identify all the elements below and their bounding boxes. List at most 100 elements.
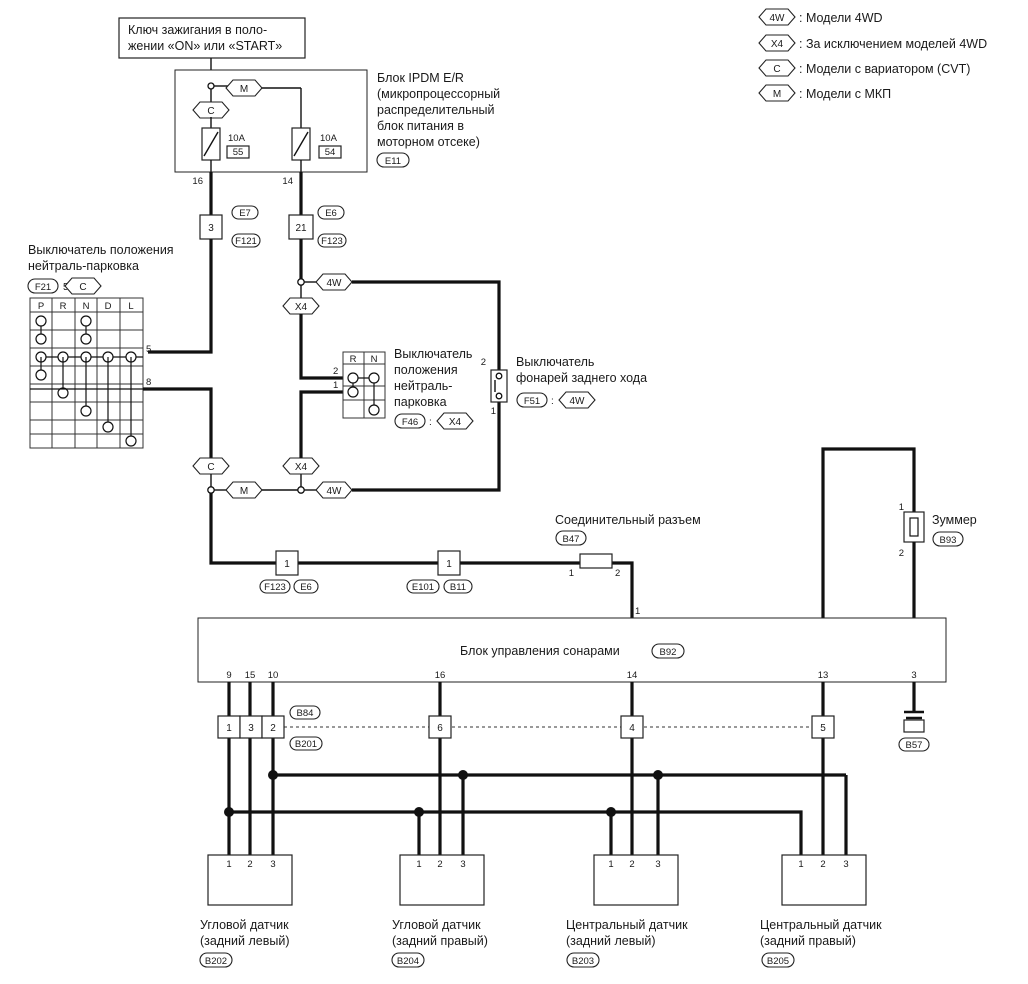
svg-text:нейтраль-парковка: нейтраль-парковка bbox=[28, 259, 139, 273]
connector-e101: 1 E101 B11 bbox=[406, 550, 473, 594]
svg-text:1: 1 bbox=[226, 723, 232, 734]
svg-text:B11: B11 bbox=[450, 582, 466, 593]
svg-text:2: 2 bbox=[820, 859, 825, 870]
svg-text:M: M bbox=[240, 486, 248, 497]
svg-text:4W: 4W bbox=[570, 396, 586, 407]
svg-text:B203: B203 bbox=[572, 956, 594, 967]
ground-symbol: B57 bbox=[898, 710, 930, 752]
svg-text:1: 1 bbox=[416, 859, 421, 870]
svg-text:14: 14 bbox=[627, 670, 638, 681]
svg-text:X4: X4 bbox=[295, 302, 308, 313]
svg-text:Ключ зажигания в поло-: Ключ зажигания в поло- bbox=[128, 23, 267, 37]
svg-text:: За исключением моделей 4WD: : За исключением моделей 4WD bbox=[799, 37, 987, 51]
ignition-box: Ключ зажигания в поло- жении «ON» или «S… bbox=[118, 17, 306, 59]
reverse-lamp-switch: 2 1 Выключатель фонарей заднего хода F51… bbox=[481, 355, 647, 417]
mt-neutral-switch: R N 2 1 Выключатель положения нейтраль- … bbox=[333, 347, 474, 430]
svg-text:4W: 4W bbox=[327, 486, 343, 497]
legend-item-x4: X4 : За исключением моделей 4WD bbox=[758, 34, 987, 52]
svg-text:1: 1 bbox=[569, 568, 574, 579]
svg-text:Центральный датчик: Центральный датчик bbox=[566, 918, 688, 932]
svg-text:B201: B201 bbox=[295, 739, 317, 750]
svg-text:B57: B57 bbox=[906, 740, 923, 751]
svg-text:B205: B205 bbox=[767, 956, 789, 967]
svg-text:10A: 10A bbox=[320, 133, 338, 144]
svg-text:F51: F51 bbox=[524, 396, 540, 407]
svg-text:E6: E6 bbox=[300, 582, 312, 593]
svg-text:Выключатель положения: Выключатель положения bbox=[28, 243, 174, 257]
svg-text:B93: B93 bbox=[940, 535, 957, 546]
svg-text:F123: F123 bbox=[264, 582, 286, 593]
sensor-center-rear-left: 1 2 3 Центральный датчик (задний левый) … bbox=[566, 854, 688, 968]
svg-text:: Модели с вариатором (CVT): : Модели с вариатором (CVT) bbox=[799, 62, 970, 76]
svg-text:13: 13 bbox=[818, 670, 829, 681]
svg-text:1: 1 bbox=[284, 559, 290, 570]
svg-text:Соединительный разъем: Соединительный разъем bbox=[555, 513, 701, 527]
svg-text:жении «ON» или «START»: жении «ON» или «START» bbox=[128, 39, 282, 53]
svg-text:10A: 10A bbox=[228, 133, 246, 144]
buzzer: 1 2 Зуммер B93 bbox=[899, 502, 977, 559]
svg-text:: Модели 4WD: : Модели 4WD bbox=[799, 11, 883, 25]
svg-text:X4: X4 bbox=[449, 417, 462, 428]
svg-text:1: 1 bbox=[333, 380, 338, 391]
svg-text:N: N bbox=[83, 301, 90, 312]
svg-text:15: 15 bbox=[245, 670, 256, 681]
svg-text:B204: B204 bbox=[397, 956, 419, 967]
ipdm-block: M C 10A 55 10A 54 16 14 Блок IPDM E/R (м… bbox=[174, 69, 500, 187]
svg-text::: : bbox=[429, 417, 432, 428]
legend: 4W : Модели 4WD X4 : За исключением моде… bbox=[758, 8, 987, 102]
svg-text:(микропроцессорный: (микропроцессорный bbox=[377, 87, 500, 101]
svg-text:парковка: парковка bbox=[394, 395, 447, 409]
svg-text:Блок управления сонарами: Блок управления сонарами bbox=[460, 644, 620, 658]
svg-text:D: D bbox=[105, 301, 112, 312]
svg-text:16: 16 bbox=[435, 670, 446, 681]
svg-text:N: N bbox=[371, 354, 378, 365]
svg-text:1: 1 bbox=[226, 859, 231, 870]
svg-text:E101: E101 bbox=[412, 582, 434, 593]
svg-text:3: 3 bbox=[270, 859, 275, 870]
svg-text:2: 2 bbox=[247, 859, 252, 870]
legend-item-c: C : Модели с вариатором (CVT) bbox=[758, 59, 970, 77]
legend-item-4w: 4W : Модели 4WD bbox=[758, 8, 883, 26]
svg-text:B92: B92 bbox=[660, 647, 677, 658]
svg-text:1: 1 bbox=[446, 559, 452, 570]
svg-text:F121: F121 bbox=[235, 236, 257, 247]
svg-text:E11: E11 bbox=[385, 156, 401, 167]
svg-text:3: 3 bbox=[248, 723, 254, 734]
svg-text:L: L bbox=[128, 301, 133, 312]
svg-text:2: 2 bbox=[629, 859, 634, 870]
sensor-corner-rear-right: 1 2 3 Угловой датчик (задний правый) B20… bbox=[391, 854, 488, 968]
svg-text:Блок IPDM E/R: Блок IPDM E/R bbox=[377, 71, 464, 85]
svg-text:5: 5 bbox=[820, 723, 826, 734]
connector-e7: 3 E7 F121 bbox=[199, 205, 261, 248]
svg-text:Зуммер: Зуммер bbox=[932, 513, 977, 527]
svg-text:1: 1 bbox=[899, 502, 904, 513]
svg-text:4W: 4W bbox=[327, 278, 343, 289]
svg-text:4W: 4W bbox=[770, 13, 786, 24]
svg-text:F21: F21 bbox=[35, 282, 51, 293]
svg-text:9: 9 bbox=[226, 670, 231, 681]
svg-text:X4: X4 bbox=[771, 39, 784, 50]
svg-text:5: 5 bbox=[146, 344, 151, 355]
sonar-control-unit: Блок управления сонарами B92 9 15 10 16 … bbox=[197, 617, 947, 683]
svg-text:Центральный датчик: Центральный датчик bbox=[760, 918, 882, 932]
svg-text:1: 1 bbox=[798, 859, 803, 870]
svg-text:(задний правый): (задний правый) bbox=[760, 934, 856, 948]
svg-text:R: R bbox=[350, 354, 357, 365]
svg-text:фонарей заднего хода: фонарей заднего хода bbox=[516, 371, 647, 385]
connector-e6: 21 E6 F123 bbox=[288, 205, 347, 248]
connector-f123: 1 F123 E6 bbox=[259, 550, 319, 594]
svg-text:(задний левый): (задний левый) bbox=[566, 934, 656, 948]
svg-text:M: M bbox=[240, 84, 248, 95]
svg-text:C: C bbox=[207, 462, 214, 473]
svg-text:M: M bbox=[773, 89, 781, 100]
svg-text:Выключатель: Выключатель bbox=[394, 347, 472, 361]
svg-text:4: 4 bbox=[629, 723, 635, 734]
svg-text:2: 2 bbox=[899, 548, 904, 559]
svg-text:X4: X4 bbox=[295, 462, 308, 473]
svg-text:2: 2 bbox=[270, 723, 276, 734]
sensor-center-rear-right: 1 2 3 Центральный датчик (задний правый)… bbox=[760, 854, 882, 968]
svg-text:21: 21 bbox=[295, 223, 307, 234]
svg-text:3: 3 bbox=[208, 223, 214, 234]
svg-text:10: 10 bbox=[268, 670, 279, 681]
